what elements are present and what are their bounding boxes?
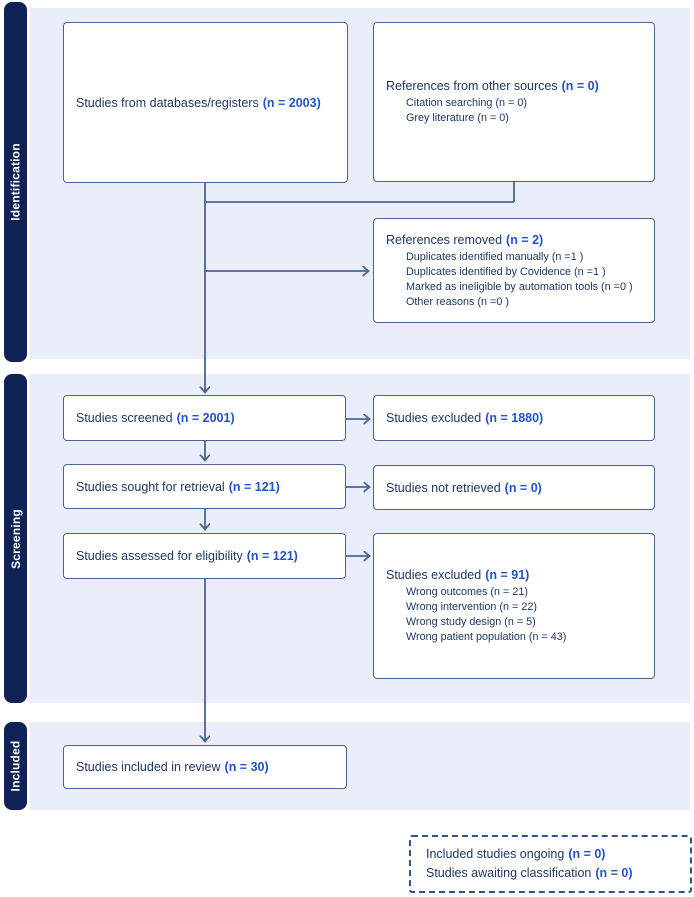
box-studies-screened: Studies screened(n = 2001) [63,395,346,441]
included-sidebar-label: Included [8,740,23,792]
box-title: Studies excluded(n = 91) [386,568,530,582]
identification-sidebar-label: Identification [8,143,23,221]
sub-item: Grey literature (n = 0) [406,112,509,124]
sub-item: Duplicates identified manually (n =1 ) [406,250,584,263]
screening-sidebar-label: Screening [8,508,23,569]
box-title: Studies not retrieved(n = 0) [386,480,542,495]
sub-item: Citation searching (n = 0) [406,97,527,109]
sub-item: Wrong intervention (n = 22) [406,601,537,613]
box-studies-included-review: Studies included in review(n = 30) [63,745,347,789]
box-studies-sought: Studies sought for retrieval(n = 121) [63,464,346,509]
box-title: References from other sources(n = 0) [386,79,599,93]
awaiting-line: Studies awaiting classification(n = 0) [426,866,633,880]
sub-item: Marked as ineligible by automation tools… [406,280,633,293]
box-title: Studies from databases/registers(n = 200… [76,95,321,110]
box-studies-from-databases: Studies from databases/registers(n = 200… [63,22,348,183]
box-title: Studies excluded(n = 1880) [386,411,544,425]
box-sub-items: Citation searching (n = 0) Grey literatu… [374,96,654,126]
sub-item: Other reasons (n =0 ) [406,295,509,308]
box-references-other-sources: References from other sources(n = 0) Cit… [373,22,655,182]
sub-item: Wrong study design (n = 5) [406,616,536,628]
included-sidebar: Included [4,722,27,810]
box-studies-assessed: Studies assessed for eligibility(n = 121… [63,533,346,579]
box-studies-excluded-eligibility: Studies excluded(n = 91) Wrong outcomes … [373,533,655,679]
box-sub-items: Duplicates identified manually (n =1 ) D… [374,250,654,310]
box-title: Studies sought for retrieval(n = 121) [76,479,280,494]
box-ongoing-awaiting: Included studies ongoing(n = 0) Studies … [409,835,692,893]
box-references-removed: References removed(n = 2) Duplicates ide… [373,218,655,323]
box-title: Studies assessed for eligibility(n = 121… [76,549,298,563]
sub-item: Wrong patient population (n = 43) [406,631,567,643]
box-sub-items: Wrong outcomes (n = 21) Wrong interventi… [374,585,654,645]
box-title: Studies included in review(n = 30) [76,760,269,774]
sub-item: Wrong outcomes (n = 21) [406,586,528,598]
box-studies-not-retrieved: Studies not retrieved(n = 0) [373,465,655,510]
box-title: References removed(n = 2) [386,232,544,247]
screening-sidebar: Screening [4,374,27,703]
identification-sidebar: Identification [4,2,27,362]
box-title: Studies screened(n = 2001) [76,411,235,425]
box-studies-excluded-screening: Studies excluded(n = 1880) [373,395,655,441]
ongoing-line: Included studies ongoing(n = 0) [426,847,606,861]
sub-item: Duplicates identified by Covidence (n =1… [406,265,606,278]
